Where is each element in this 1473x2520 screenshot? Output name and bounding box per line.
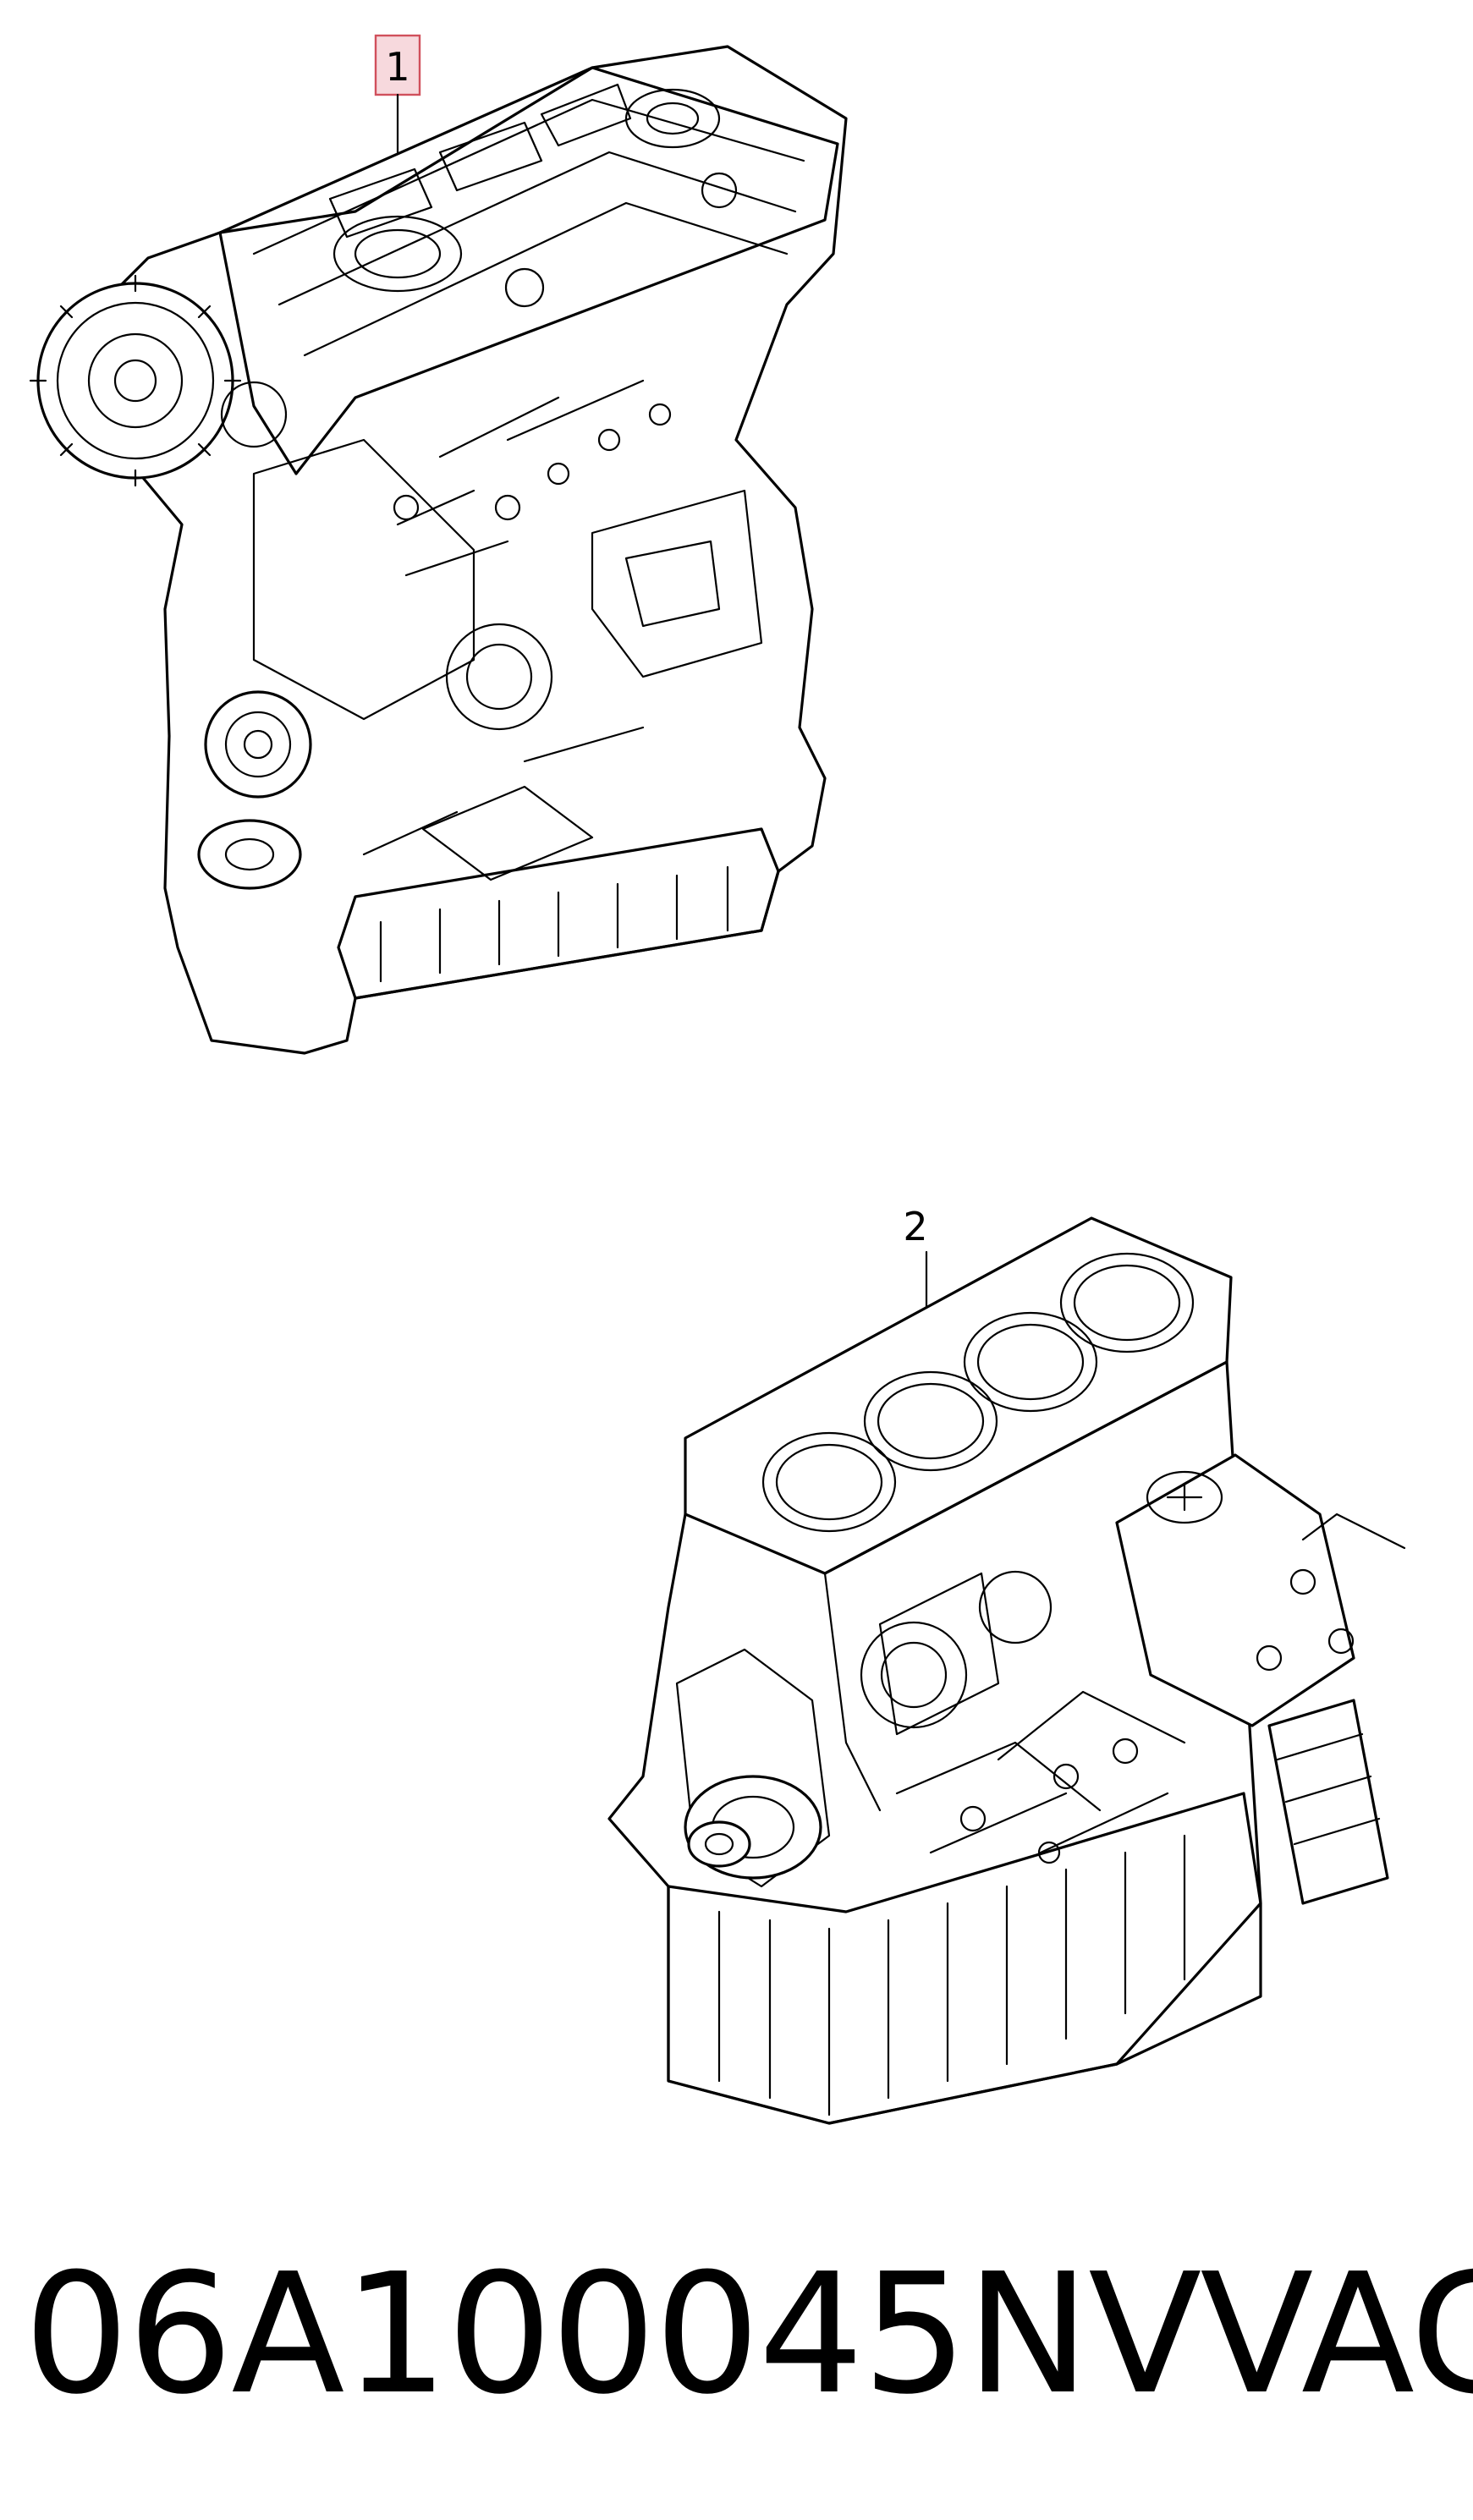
cylinder-bores bbox=[761, 1252, 1195, 1533]
callout-1-label: 1 bbox=[385, 44, 409, 90]
brand-name: VAG bbox=[1200, 2238, 1473, 2431]
camshaft-gear-icon bbox=[29, 274, 242, 487]
oil-filter-icon bbox=[1115, 1453, 1406, 1905]
part-number: 06A100045NV bbox=[24, 2238, 1201, 2431]
callout-2-label: 2 bbox=[903, 1204, 927, 1249]
short-block-drawing bbox=[607, 1216, 1406, 2125]
complete-engine-drawing bbox=[29, 45, 848, 1055]
part-caption: 06A100045NV VAG bbox=[24, 2233, 1473, 2436]
crankshaft-pulley-icon bbox=[684, 1775, 822, 1880]
crankshaft-sprocket-icon bbox=[197, 690, 312, 890]
callout-2[interactable]: 2 bbox=[903, 1204, 928, 1309]
callout-1-highlight bbox=[374, 34, 421, 96]
callout-1[interactable]: 1 bbox=[374, 34, 421, 154]
